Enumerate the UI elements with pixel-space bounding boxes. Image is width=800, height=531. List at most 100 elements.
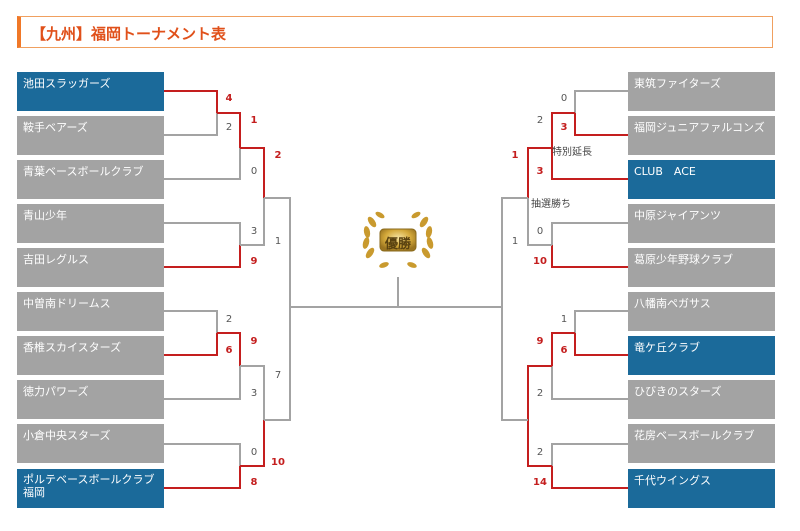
score: 2 [274, 150, 282, 161]
score: 6 [560, 345, 568, 356]
team-right-3[interactable]: CLUB ACE [628, 160, 775, 199]
team-left-6[interactable]: 中曽南ドリームス [17, 292, 164, 331]
score: 8 [250, 477, 258, 488]
score: 2 [225, 314, 233, 325]
line-l-16 [164, 466, 241, 489]
line-l-4 [164, 148, 241, 180]
team-right-10[interactable]: 千代ウイングス [628, 469, 775, 508]
score: 7 [274, 370, 282, 381]
line-r-8 [527, 198, 552, 246]
team-name: 中曽南ドリームス [23, 297, 111, 310]
score: 6 [225, 345, 233, 356]
score: 9 [250, 256, 258, 267]
line-r-15 [551, 443, 628, 466]
team-name: CLUB ACE [634, 165, 696, 178]
line-r-18 [501, 307, 528, 421]
score: 2 [225, 122, 233, 133]
team-name: 吉田レグルス [23, 253, 89, 266]
team-name: ひびきのスターズ [634, 385, 722, 398]
team-right-6[interactable]: 八幡南ペガサス [628, 292, 775, 331]
score: 1 [560, 314, 568, 325]
score: 0 [250, 447, 258, 458]
score: 3 [560, 122, 568, 133]
team-left-3[interactable]: 青葉ベースボールクラブ [17, 160, 164, 199]
line-l-2 [164, 113, 218, 136]
team-name: ポルテベースボールクラブ福岡 [23, 473, 155, 499]
team-left-2[interactable]: 鞍手ベアーズ [17, 116, 164, 155]
line-l-1 [164, 90, 218, 113]
team-name: 中原ジャイアンツ [634, 209, 722, 222]
team-name: 東筑ファイターズ [634, 77, 722, 90]
team-right-2[interactable]: 福岡ジュニアファルコンズ [628, 116, 775, 155]
line-l-11 [164, 333, 218, 356]
line-r-2 [574, 113, 628, 136]
team-name: 小倉中央スターズ [23, 429, 111, 442]
team-right-4[interactable]: 中原ジャイアンツ [628, 204, 775, 243]
line-r-12 [551, 332, 575, 366]
line-l-18 [264, 307, 291, 421]
line-r-16 [551, 466, 628, 489]
line-r-7 [551, 245, 628, 268]
line-r-13 [551, 366, 628, 400]
team-name: 池田スラッガーズ [23, 77, 111, 90]
line-r-9 [501, 197, 528, 307]
team-left-5[interactable]: 吉田レグルス [17, 248, 164, 287]
team-name: 香椎スカイスターズ [23, 341, 122, 354]
score: 3 [536, 166, 544, 177]
score: 1 [511, 236, 519, 247]
score: 4 [225, 93, 233, 104]
line-r-5 [527, 147, 552, 198]
line-r-11 [574, 333, 628, 356]
score: 0 [536, 226, 544, 237]
team-right-8[interactable]: ひびきのスターズ [628, 380, 775, 419]
line-l-13 [164, 366, 241, 400]
score: 3 [250, 388, 258, 399]
line-l-8 [240, 198, 265, 246]
line-l-3 [217, 112, 241, 148]
team-left-7[interactable]: 香椎スカイスターズ [17, 336, 164, 375]
line-l-17 [240, 420, 265, 467]
team-left-1[interactable]: 池田スラッガーズ [17, 72, 164, 111]
trophy-label: 優勝 [384, 237, 411, 252]
line-l-9 [264, 197, 291, 307]
team-left-9[interactable]: 小倉中央スターズ [17, 424, 164, 463]
line-r-14 [527, 365, 552, 420]
score: 0 [560, 93, 568, 104]
team-name: 青葉ベースボールクラブ [23, 165, 144, 178]
team-name: 徳力パワーズ [23, 385, 89, 398]
line-r-10 [574, 310, 628, 333]
note-lottery-win: 抽選勝ち [531, 199, 571, 210]
line-r-6 [551, 222, 628, 245]
score: 3 [250, 226, 258, 237]
score: 0 [250, 166, 258, 177]
line-l-15 [164, 443, 241, 466]
line-r-3 [551, 112, 575, 148]
team-right-9[interactable]: 花房ベースボールクラブ [628, 424, 775, 463]
title-box: 【九州】福岡トーナメント表 [17, 16, 773, 48]
line-r-17 [527, 420, 552, 467]
team-right-1[interactable]: 東筑ファイターズ [628, 72, 775, 111]
team-name: 青山少年 [23, 209, 67, 222]
score: 2 [536, 447, 544, 458]
line-l-12 [217, 332, 241, 366]
team-name: 竜ケ丘クラブ [634, 341, 700, 354]
score: 14 [533, 477, 547, 488]
trophy-emblem-icon [362, 211, 434, 268]
score: 1 [250, 115, 258, 126]
score: 9 [250, 336, 258, 347]
line-l-7 [164, 245, 241, 268]
line-r-4 [551, 148, 628, 180]
line-r-1 [574, 90, 628, 113]
team-right-5[interactable]: 葛原少年野球クラブ [628, 248, 775, 287]
team-left-8[interactable]: 徳力パワーズ [17, 380, 164, 419]
team-right-7[interactable]: 竜ケ丘クラブ [628, 336, 775, 375]
score: 1 [274, 236, 282, 247]
line-l-14 [240, 365, 265, 420]
line-l-5 [240, 147, 265, 198]
team-left-4[interactable]: 青山少年 [17, 204, 164, 243]
team-name: 鞍手ベアーズ [23, 121, 88, 134]
team-left-10[interactable]: ポルテベースボールクラブ福岡 [17, 469, 164, 508]
team-name: 葛原少年野球クラブ [634, 253, 733, 266]
score: 9 [536, 336, 544, 347]
